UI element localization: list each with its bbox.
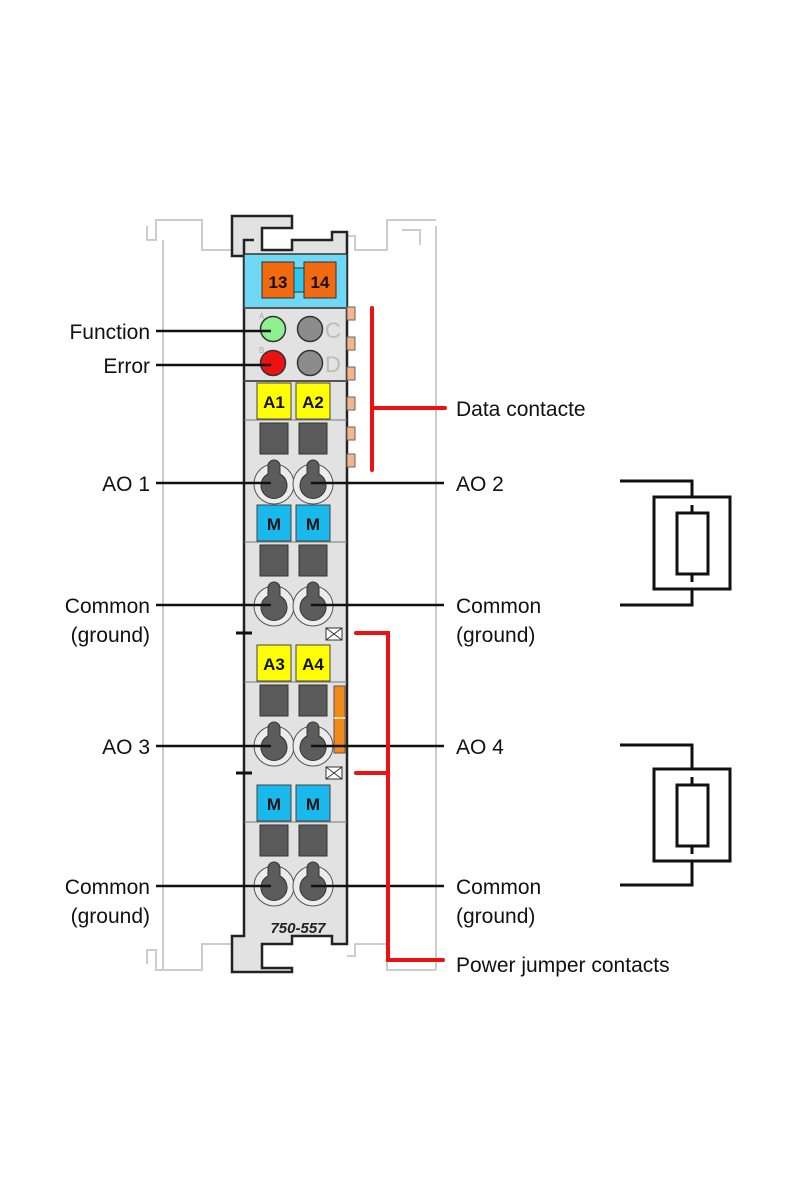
terminal-tag-left [256, 784, 292, 822]
svg-text:A: A [259, 312, 265, 321]
release-button [259, 824, 289, 857]
load-symbol-1 [620, 479, 732, 607]
terminal-tag-label: A3 [263, 655, 285, 674]
terminal-tag-label: A1 [263, 393, 285, 412]
power-jumper-glyph-bottom [325, 766, 343, 780]
release-button [259, 422, 289, 455]
terminal-tag-label: A2 [302, 393, 324, 412]
label-ground-2: (ground) [456, 624, 535, 647]
terminal-block-1: A1 A2 [244, 382, 347, 505]
label-data-contacts: Data contacte [456, 398, 586, 421]
label-power-jumper: Power jumper contacts [456, 954, 670, 977]
label-error: Error [103, 355, 150, 378]
clamp-slot [260, 721, 288, 762]
label-ao1: AO 1 [102, 473, 150, 496]
label-common-3: Common [65, 876, 150, 899]
load-symbol-2 [620, 743, 732, 887]
led-c [296, 315, 324, 343]
data-contacts [346, 306, 356, 468]
label-common-1: Common [65, 595, 150, 618]
svg-text:14: 14 [311, 273, 330, 292]
power-jumper-glyph-top [325, 627, 343, 641]
release-button [298, 544, 328, 577]
terminal-tag-right [295, 644, 331, 682]
clamp-slot [299, 459, 327, 500]
led-function [259, 315, 287, 343]
red-callouts [354, 306, 447, 962]
right-leaders [311, 481, 444, 888]
svg-text:C: C [325, 318, 341, 343]
terminal-tag-label: A4 [302, 655, 324, 674]
release-button [298, 824, 328, 857]
left-leaders [156, 329, 271, 888]
release-button [298, 422, 328, 455]
terminal-tag-right [295, 382, 331, 420]
label-common-2: Common [456, 595, 541, 618]
top-terminal-14: 14 [303, 261, 337, 299]
terminal-tag-label: M [306, 515, 320, 534]
terminal-tag-left [256, 504, 292, 542]
led-d [296, 349, 324, 377]
terminal-tag-left [256, 644, 292, 682]
terminal-tag-label: M [267, 795, 281, 814]
label-ao3: AO 3 [102, 736, 150, 759]
svg-text:13: 13 [269, 273, 288, 292]
terminal-tag-label: M [306, 795, 320, 814]
clamp-slot [299, 861, 327, 902]
terminal-tag-left [256, 382, 292, 420]
label-ao2: AO 2 [456, 473, 504, 496]
clamp-slot [260, 581, 288, 622]
terminal-tag-label: M [267, 515, 281, 534]
clamp-slot [260, 861, 288, 902]
label-common-4: Common [456, 876, 541, 899]
clamp-slot [299, 581, 327, 622]
terminal-tag-right [295, 784, 331, 822]
clamp-slot [299, 721, 327, 762]
terminal-tag-right [295, 504, 331, 542]
label-ground-3: (ground) [71, 905, 150, 928]
part-number: 750-557 [270, 920, 326, 937]
label-ground-1: (ground) [71, 624, 150, 647]
top-terminal-13: 13 [261, 261, 295, 299]
led-error [259, 349, 287, 377]
svg-text:B: B [259, 346, 264, 355]
clamp-slot [260, 459, 288, 500]
label-ground-4: (ground) [456, 905, 535, 928]
release-button [259, 544, 289, 577]
top-bridge [293, 267, 305, 293]
label-ao4: AO 4 [456, 736, 504, 759]
release-button [259, 684, 289, 717]
svg-text:D: D [325, 352, 341, 377]
led-panel: A C B D [259, 312, 341, 377]
label-function: Function [69, 321, 150, 344]
release-button [298, 684, 328, 717]
side-contact [333, 685, 346, 754]
